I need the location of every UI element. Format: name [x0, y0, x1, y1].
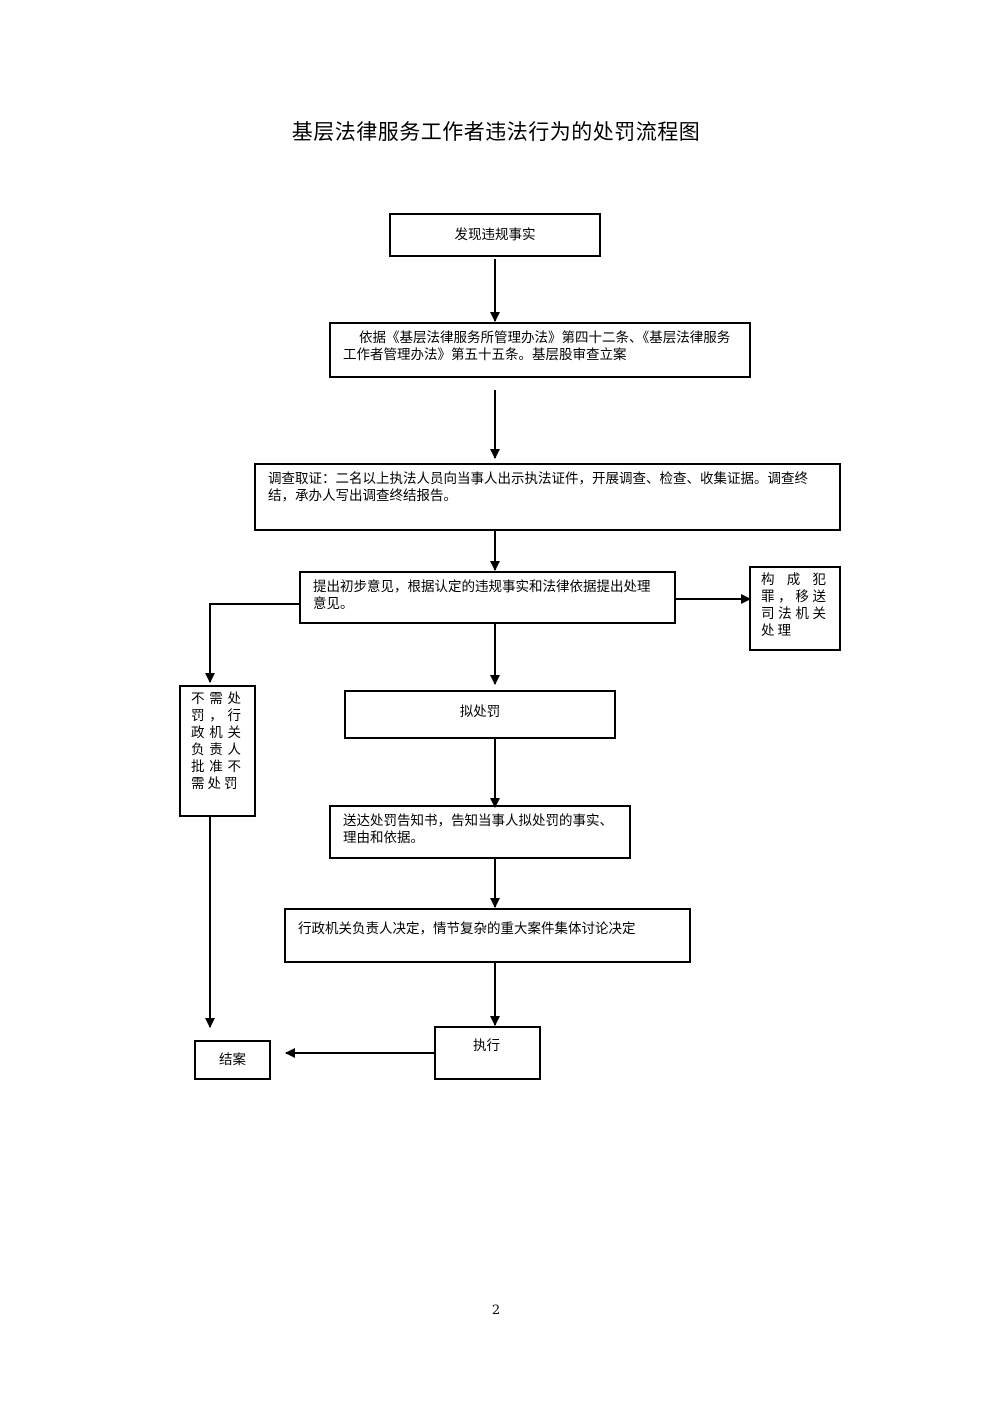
node-discover-label: 发现违规事实: [454, 227, 536, 243]
arrow-preliminary-no-penalty: [205, 603, 299, 683]
node-preliminary: 提出初步意见，根据认定的违规事实和法律依据提出处理意见。: [299, 571, 676, 624]
page-number: 2: [491, 1303, 501, 1318]
node-basis-label: 依据《基层法律服务所管理办法》第四十二条、《基层法律服务工作者管理办法》第五十五…: [343, 330, 731, 363]
page-title: 基层法律服务工作者违法行为的处罚流程图: [291, 120, 701, 144]
node-basis: 依据《基层法律服务所管理办法》第四十二条、《基层法律服务工作者管理办法》第五十五…: [329, 322, 751, 378]
node-crime-label: 构成犯罪，移送司法机关处理: [761, 572, 829, 639]
node-preliminary-label: 提出初步意见，根据认定的违规事实和法律依据提出处理意见。: [313, 579, 651, 612]
node-discover: 发现违规事实: [389, 213, 601, 257]
node-close: 结案: [194, 1040, 271, 1080]
node-investigate-label: 调查取证：二名以上执法人员向当事人出示执法证件，开展调查、检查、收集证据。调查终…: [268, 471, 808, 504]
node-execute-label: 执行: [473, 1038, 500, 1054]
node-decision: 行政机关负责人决定，情节复杂的重大案件集体讨论决定: [284, 908, 691, 963]
node-no-penalty: 不需处罚，行政机关负责人批准不需处罚: [179, 685, 256, 817]
node-proposed-label: 拟处罚: [459, 704, 501, 720]
node-notice: 送达处罚告知书，告知当事人拟处罚的事实、理由和依据。: [329, 805, 631, 859]
node-investigate: 调查取证：二名以上执法人员向当事人出示执法证件，开展调查、检查、收集证据。调查终…: [254, 463, 841, 531]
node-notice-label: 送达处罚告知书，告知当事人拟处罚的事实、理由和依据。: [343, 813, 613, 846]
node-close-label: 结案: [219, 1052, 246, 1068]
node-no-penalty-label: 不需处罚，行政机关负责人批准不需处罚: [191, 691, 244, 792]
node-proposed: 拟处罚: [344, 690, 616, 739]
node-decision-label: 行政机关负责人决定，情节复杂的重大案件集体讨论决定: [298, 921, 636, 937]
node-execute: 执行: [434, 1026, 541, 1080]
node-crime: 构成犯罪，移送司法机关处理: [749, 566, 841, 651]
